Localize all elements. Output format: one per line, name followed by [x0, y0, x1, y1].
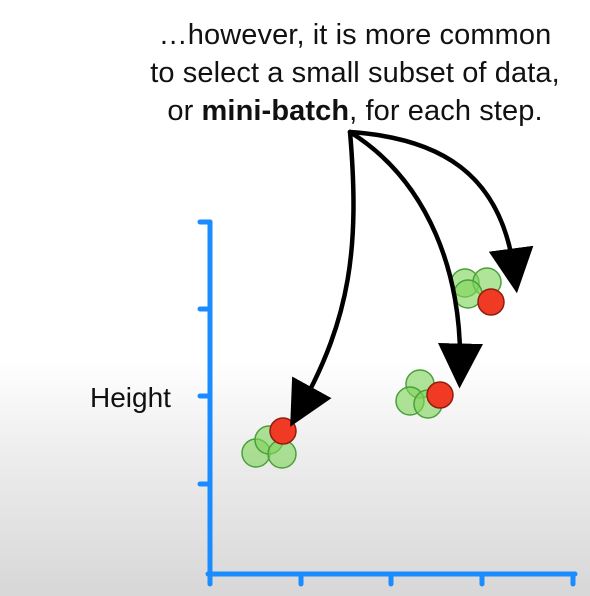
caption-line-2: to select a small subset of data, — [150, 57, 560, 89]
caption-line-3-suffix: , for each step. — [349, 95, 543, 127]
data-point-red — [269, 417, 297, 445]
mini-batch-term: mini-batch — [201, 95, 350, 127]
y-axis-label: Height — [90, 382, 171, 413]
mini-batch-cluster-3 — [450, 267, 505, 316]
mini-batch-cluster-1 — [241, 417, 297, 469]
data-point-red — [477, 288, 505, 316]
axes — [197, 219, 578, 587]
caption: …however, it is more common to select a … — [120, 16, 590, 130]
caption-line-1: …however, it is more common — [158, 19, 552, 51]
caption-line-3-prefix: or — [167, 95, 202, 127]
arrow-to-cluster-1 — [290, 129, 356, 427]
mini-batch-cluster-2 — [395, 369, 454, 419]
arrow-to-cluster-2 — [347, 129, 483, 389]
data-point-red — [426, 381, 454, 409]
arrow-to-cluster-3 — [347, 129, 534, 294]
caption-line-3: or mini-batch, for each step. — [120, 92, 590, 130]
arrows — [290, 129, 534, 427]
